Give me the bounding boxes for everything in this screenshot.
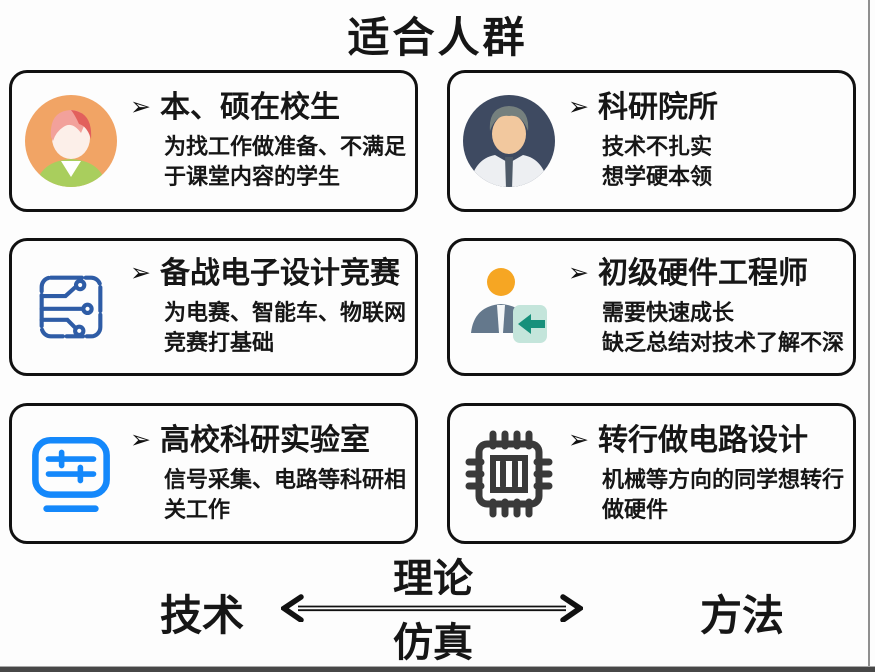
student-avatar-icon [12, 73, 130, 209]
circuit-board-icon [12, 241, 130, 373]
card-title: 备战电子设计竞赛 [159, 257, 400, 290]
arrow-bullet-icon: ➢ [568, 425, 589, 454]
page-title: 适合人群 [347, 14, 528, 61]
bottom-edge-bar [0, 666, 875, 672]
card-description: 技术不扎实 想学硬本领 [602, 134, 713, 189]
axis-right-label: 方法 [700, 592, 785, 639]
card-title: 本、硕在校生 [159, 91, 340, 124]
card-description: 需要快速成长 缺乏总结对技术了解不深 [602, 300, 845, 355]
sliders-panel-icon [12, 406, 130, 541]
axis-above-arrow-label: 理论 [393, 557, 473, 601]
card-title: 科研院所 [597, 91, 718, 124]
card-title: 转行做电路设计 [597, 423, 808, 457]
card-junior-engineer: ➢ 初级硬件工程师 需要快速成长 缺乏总结对技术了解不深 [447, 238, 856, 376]
researcher-avatar-icon [450, 73, 568, 209]
arrow-bullet-icon: ➢ [568, 93, 589, 121]
axis-left-label: 技术 [160, 592, 245, 639]
arrow-bullet-icon: ➢ [568, 259, 589, 287]
card-design-contest: ➢ 备战电子设计竞赛 为电赛、智能车、物联网 竞赛打基础 [9, 238, 418, 376]
right-edge-divider [868, 0, 870, 672]
card-university-lab: ➢ 高校科研实验室 信号采集、电路等科研相 关工作 [9, 403, 418, 544]
card-title: 高校科研实验室 [159, 423, 370, 457]
card-title: 初级硬件工程师 [597, 257, 808, 290]
arrow-bullet-icon: ➢ [130, 93, 151, 121]
card-description: 信号采集、电路等科研相 关工作 [164, 466, 407, 522]
double-headed-arrow-icon [281, 594, 583, 622]
arrow-bullet-icon: ➢ [130, 259, 151, 287]
card-description: 为找工作做准备、不满足 于课堂内容的学生 [164, 134, 407, 189]
chip-icon [450, 406, 568, 541]
card-students: ➢ 本、硕在校生 为找工作做准备、不满足 于课堂内容的学生 [9, 70, 418, 212]
card-research-institute: ➢ 科研院所 技术不扎实 想学硬本领 [447, 70, 856, 212]
card-description: 机械等方向的同学想转行 做硬件 [602, 466, 845, 522]
card-career-switch: ➢ 转行做电路设计 机械等方向的同学想转行 做硬件 [447, 403, 856, 544]
arrow-bullet-icon: ➢ [130, 425, 151, 454]
card-description: 为电赛、智能车、物联网 竞赛打基础 [164, 300, 407, 355]
engineer-transfer-icon [450, 241, 568, 373]
axis-below-arrow-label: 仿真 [393, 621, 473, 665]
